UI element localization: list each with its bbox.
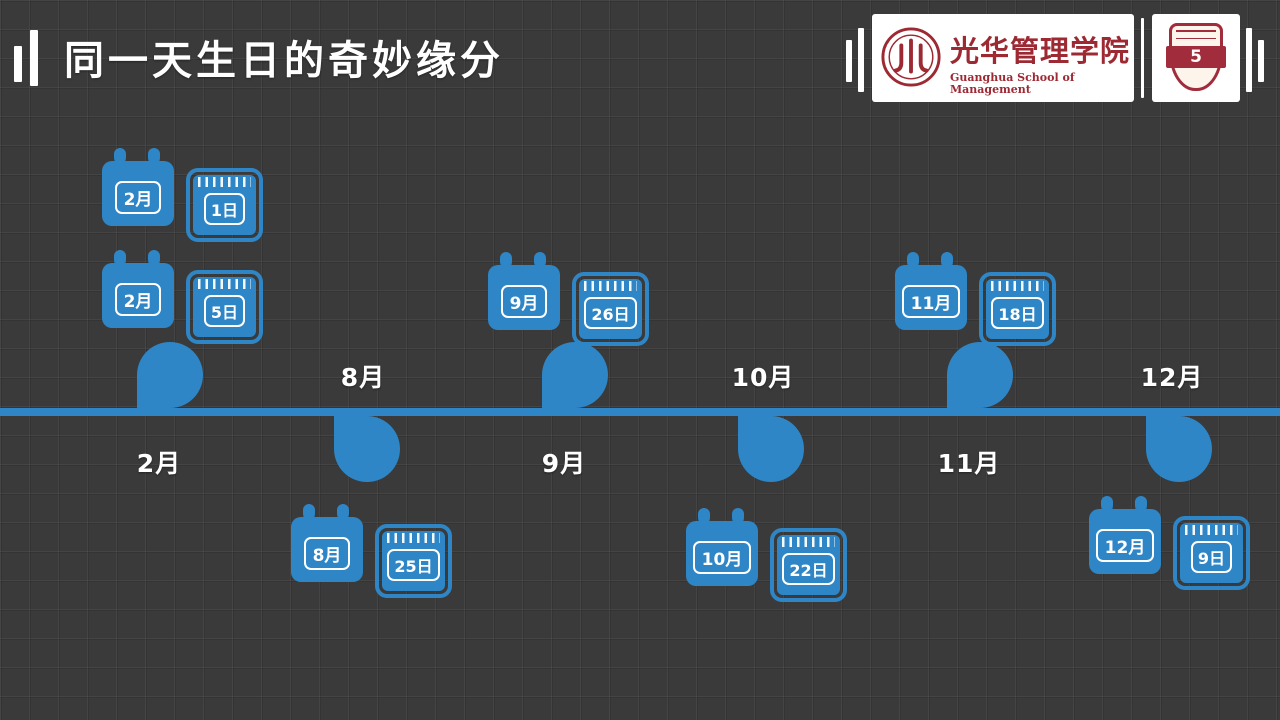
timeline-drop-marker	[1146, 416, 1212, 482]
month-value: 8月	[303, 537, 351, 570]
day-value: 22日	[782, 553, 835, 585]
month-value: 12月	[1095, 529, 1155, 562]
timeline-axis	[0, 408, 1280, 416]
anniversary-shield-icon: 5	[1166, 23, 1226, 91]
guanghua-name-cn: 光华管理学院	[950, 34, 1131, 68]
day-value: 1日	[203, 193, 246, 225]
month-value: 2月	[114, 181, 162, 214]
calendar-month-icon: 9月	[488, 252, 560, 330]
logo-accent-bar	[1246, 28, 1252, 92]
calendar-month-icon: 10月	[686, 508, 758, 586]
anniversary-number: 5	[1190, 47, 1202, 67]
calendar-day-icon: 25日	[375, 524, 452, 598]
title-accent-bar-short	[14, 46, 22, 82]
logo-divider-bar	[1141, 18, 1144, 98]
day-value: 9日	[1190, 541, 1233, 573]
timeline-drop-marker	[738, 416, 804, 482]
calendar-month-icon: 2月	[102, 250, 174, 328]
calendar-day-icon: 22日	[770, 528, 847, 602]
month-value: 9月	[500, 285, 548, 318]
timeline-month-label: 11月	[937, 449, 1001, 478]
guanghua-name-en: Guanghua School of Management	[950, 71, 1075, 97]
timeline-drop-marker	[542, 342, 608, 408]
birthday-pair: 8月 25日	[291, 504, 453, 600]
day-value: 18日	[991, 297, 1044, 329]
logo-accent-bar	[846, 40, 852, 82]
birthday-pair: 11月 18日	[895, 252, 1057, 348]
month-value: 11月	[901, 285, 961, 318]
birthday-pair: 10月 22日	[686, 508, 848, 604]
peking-university-seal-icon	[881, 27, 941, 87]
anniversary-shield-band: 5	[1166, 46, 1226, 68]
timeline-month-label: 10月	[731, 363, 795, 392]
calendar-day-icon: 9日	[1173, 516, 1250, 590]
calendar-day-icon: 18日	[979, 272, 1056, 346]
timeline-month-label: 12月	[1140, 363, 1204, 392]
month-value: 2月	[114, 283, 162, 316]
anniversary-badge-panel: 5	[1152, 14, 1240, 102]
logo-accent-bar	[858, 28, 864, 92]
calendar-day-icon: 26日	[572, 272, 649, 346]
birthday-pair: 9月 26日	[488, 252, 650, 348]
calendar-day-icon: 1日	[186, 168, 263, 242]
calendar-day-icon: 5日	[186, 270, 263, 344]
logo-accent-bar	[1258, 40, 1264, 82]
title-accent-bar-tall	[30, 30, 38, 86]
calendar-month-icon: 11月	[895, 252, 967, 330]
calendar-month-icon: 12月	[1089, 496, 1161, 574]
slide-title: 同一天生日的奇妙缘分	[64, 38, 504, 84]
timeline-month-label: 9月	[541, 449, 587, 478]
timeline-drop-marker	[947, 342, 1013, 408]
birthday-pair: 2月 1日	[102, 148, 264, 244]
birthday-pair: 2月 5日	[102, 250, 264, 346]
day-value: 26日	[584, 297, 637, 329]
timeline-drop-marker	[334, 416, 400, 482]
birthday-pair: 12月 9日	[1089, 496, 1251, 592]
guanghua-logo-panel: 光华管理学院 Guanghua School of Management	[872, 14, 1134, 102]
timeline-month-label: 2月	[136, 449, 182, 478]
timeline-drop-marker	[137, 342, 203, 408]
day-value: 5日	[203, 295, 246, 327]
calendar-month-icon: 8月	[291, 504, 363, 582]
month-value: 10月	[692, 541, 752, 574]
calendar-month-icon: 2月	[102, 148, 174, 226]
timeline-month-label: 8月	[340, 363, 386, 392]
day-value: 25日	[387, 549, 440, 581]
